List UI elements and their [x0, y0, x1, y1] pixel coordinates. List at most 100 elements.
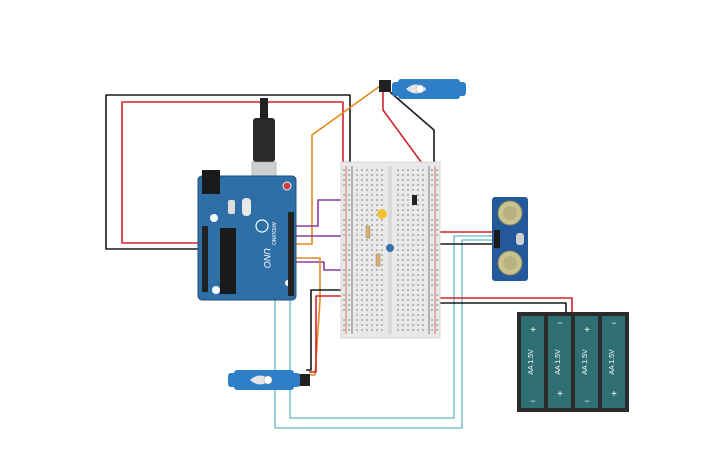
- breadboard-hole: [397, 199, 399, 201]
- breadboard-hole: [381, 259, 383, 261]
- breadboard-hole: [417, 259, 419, 261]
- breadboard-hole: [381, 219, 383, 221]
- breadboard-hole: [407, 174, 409, 176]
- breadboard-hole: [407, 289, 409, 291]
- transistor: [412, 195, 417, 205]
- breadboard-hole: [376, 304, 378, 306]
- breadboard-rail-hole: [436, 299, 438, 301]
- breadboard-rail-hole: [431, 269, 433, 271]
- arduino-brand-text: ARDUINO: [270, 222, 276, 245]
- breadboard-rail-hole: [343, 219, 345, 221]
- breadboard-hole: [422, 264, 424, 266]
- breadboard-hole: [412, 244, 414, 246]
- breadboard-hole: [422, 244, 424, 246]
- breadboard-hole: [402, 209, 404, 211]
- breadboard-hole: [366, 319, 368, 321]
- breadboard-hole: [361, 294, 363, 296]
- breadboard-hole: [412, 289, 414, 291]
- breadboard-rail-hole: [431, 194, 433, 196]
- breadboard-hole: [417, 234, 419, 236]
- breadboard-rail-hole: [348, 204, 350, 206]
- breadboard-hole: [366, 204, 368, 206]
- breadboard-hole: [407, 249, 409, 251]
- breadboard-hole: [422, 249, 424, 251]
- breadboard-hole: [376, 274, 378, 276]
- breadboard-rail-hole: [343, 209, 345, 211]
- breadboard-hole: [402, 314, 404, 316]
- breadboard-rail-hole: [431, 254, 433, 256]
- breadboard-rail-hole: [343, 294, 345, 296]
- breadboard-hole: [381, 294, 383, 296]
- breadboard-hole: [361, 284, 363, 286]
- breadboard-hole: [381, 314, 383, 316]
- breadboard-hole: [407, 284, 409, 286]
- breadboard-hole: [412, 324, 414, 326]
- breadboard-rail-hole: [343, 169, 345, 171]
- breadboard-hole: [397, 204, 399, 206]
- breadboard-rail-hole: [343, 174, 345, 176]
- breadboard-hole: [376, 329, 378, 331]
- wire-black-battery: [430, 302, 567, 315]
- breadboard-hole: [417, 209, 419, 211]
- breadboard-hole: [371, 314, 373, 316]
- breadboard-hole: [407, 269, 409, 271]
- breadboard-hole: [407, 329, 409, 331]
- breadboard-hole: [397, 289, 399, 291]
- breadboard-hole: [397, 174, 399, 176]
- breadboard-hole: [376, 219, 378, 221]
- breadboard-hole: [356, 274, 358, 276]
- breadboard-hole: [381, 329, 383, 331]
- breadboard-rail-hole: [343, 234, 345, 236]
- battery-cell: [548, 316, 571, 408]
- breadboard-hole: [356, 314, 358, 316]
- breadboard-hole: [381, 229, 383, 231]
- breadboard-hole: [361, 329, 363, 331]
- breadboard-hole: [371, 279, 373, 281]
- breadboard-hole: [412, 274, 414, 276]
- breadboard-hole: [417, 219, 419, 221]
- breadboard-rail-hole: [343, 204, 345, 206]
- breadboard-hole: [417, 184, 419, 186]
- breadboard-rail-hole: [348, 234, 350, 236]
- breadboard-hole: [402, 319, 404, 321]
- breadboard-hole: [371, 289, 373, 291]
- breadboard-hole: [397, 329, 399, 331]
- breadboard-hole: [371, 179, 373, 181]
- breadboard-hole: [407, 259, 409, 261]
- breadboard-hole: [407, 194, 409, 196]
- breadboard-hole: [402, 329, 404, 331]
- breadboard-hole: [366, 304, 368, 306]
- wire-black-loop: [105, 94, 351, 250]
- breadboard-hole: [402, 224, 404, 226]
- breadboard-hole: [422, 184, 424, 186]
- breadboard-hole: [366, 214, 368, 216]
- breadboard-hole: [366, 169, 368, 171]
- breadboard-hole: [371, 309, 373, 311]
- breadboard-hole: [417, 229, 419, 231]
- servo-top-shaft: [415, 84, 425, 94]
- breadboard-hole: [397, 244, 399, 246]
- breadboard-hole: [402, 294, 404, 296]
- breadboard-hole: [407, 294, 409, 296]
- breadboard-rail-hole: [343, 249, 345, 251]
- servo-top-connector: [379, 80, 391, 92]
- breadboard-hole: [407, 264, 409, 266]
- breadboard-rail-hole: [436, 169, 438, 171]
- breadboard-rail-hole: [348, 179, 350, 181]
- breadboard-hole: [366, 259, 368, 261]
- breadboard-hole: [397, 259, 399, 261]
- battery-plus-symbol: +: [557, 389, 563, 400]
- breadboard-hole: [422, 319, 424, 321]
- breadboard-hole: [407, 299, 409, 301]
- breadboard-rail-hole: [436, 259, 438, 261]
- breadboard-hole: [422, 254, 424, 256]
- sensor-transducer-2-inner: [503, 256, 517, 270]
- breadboard-hole: [412, 314, 414, 316]
- breadboard-hole: [366, 219, 368, 221]
- breadboard-hole: [422, 274, 424, 276]
- breadboard-rail-hole: [343, 319, 345, 321]
- battery-cell: [575, 316, 598, 408]
- breadboard-hole: [397, 309, 399, 311]
- breadboard-hole: [402, 214, 404, 216]
- usb-cable-plug: [260, 98, 268, 118]
